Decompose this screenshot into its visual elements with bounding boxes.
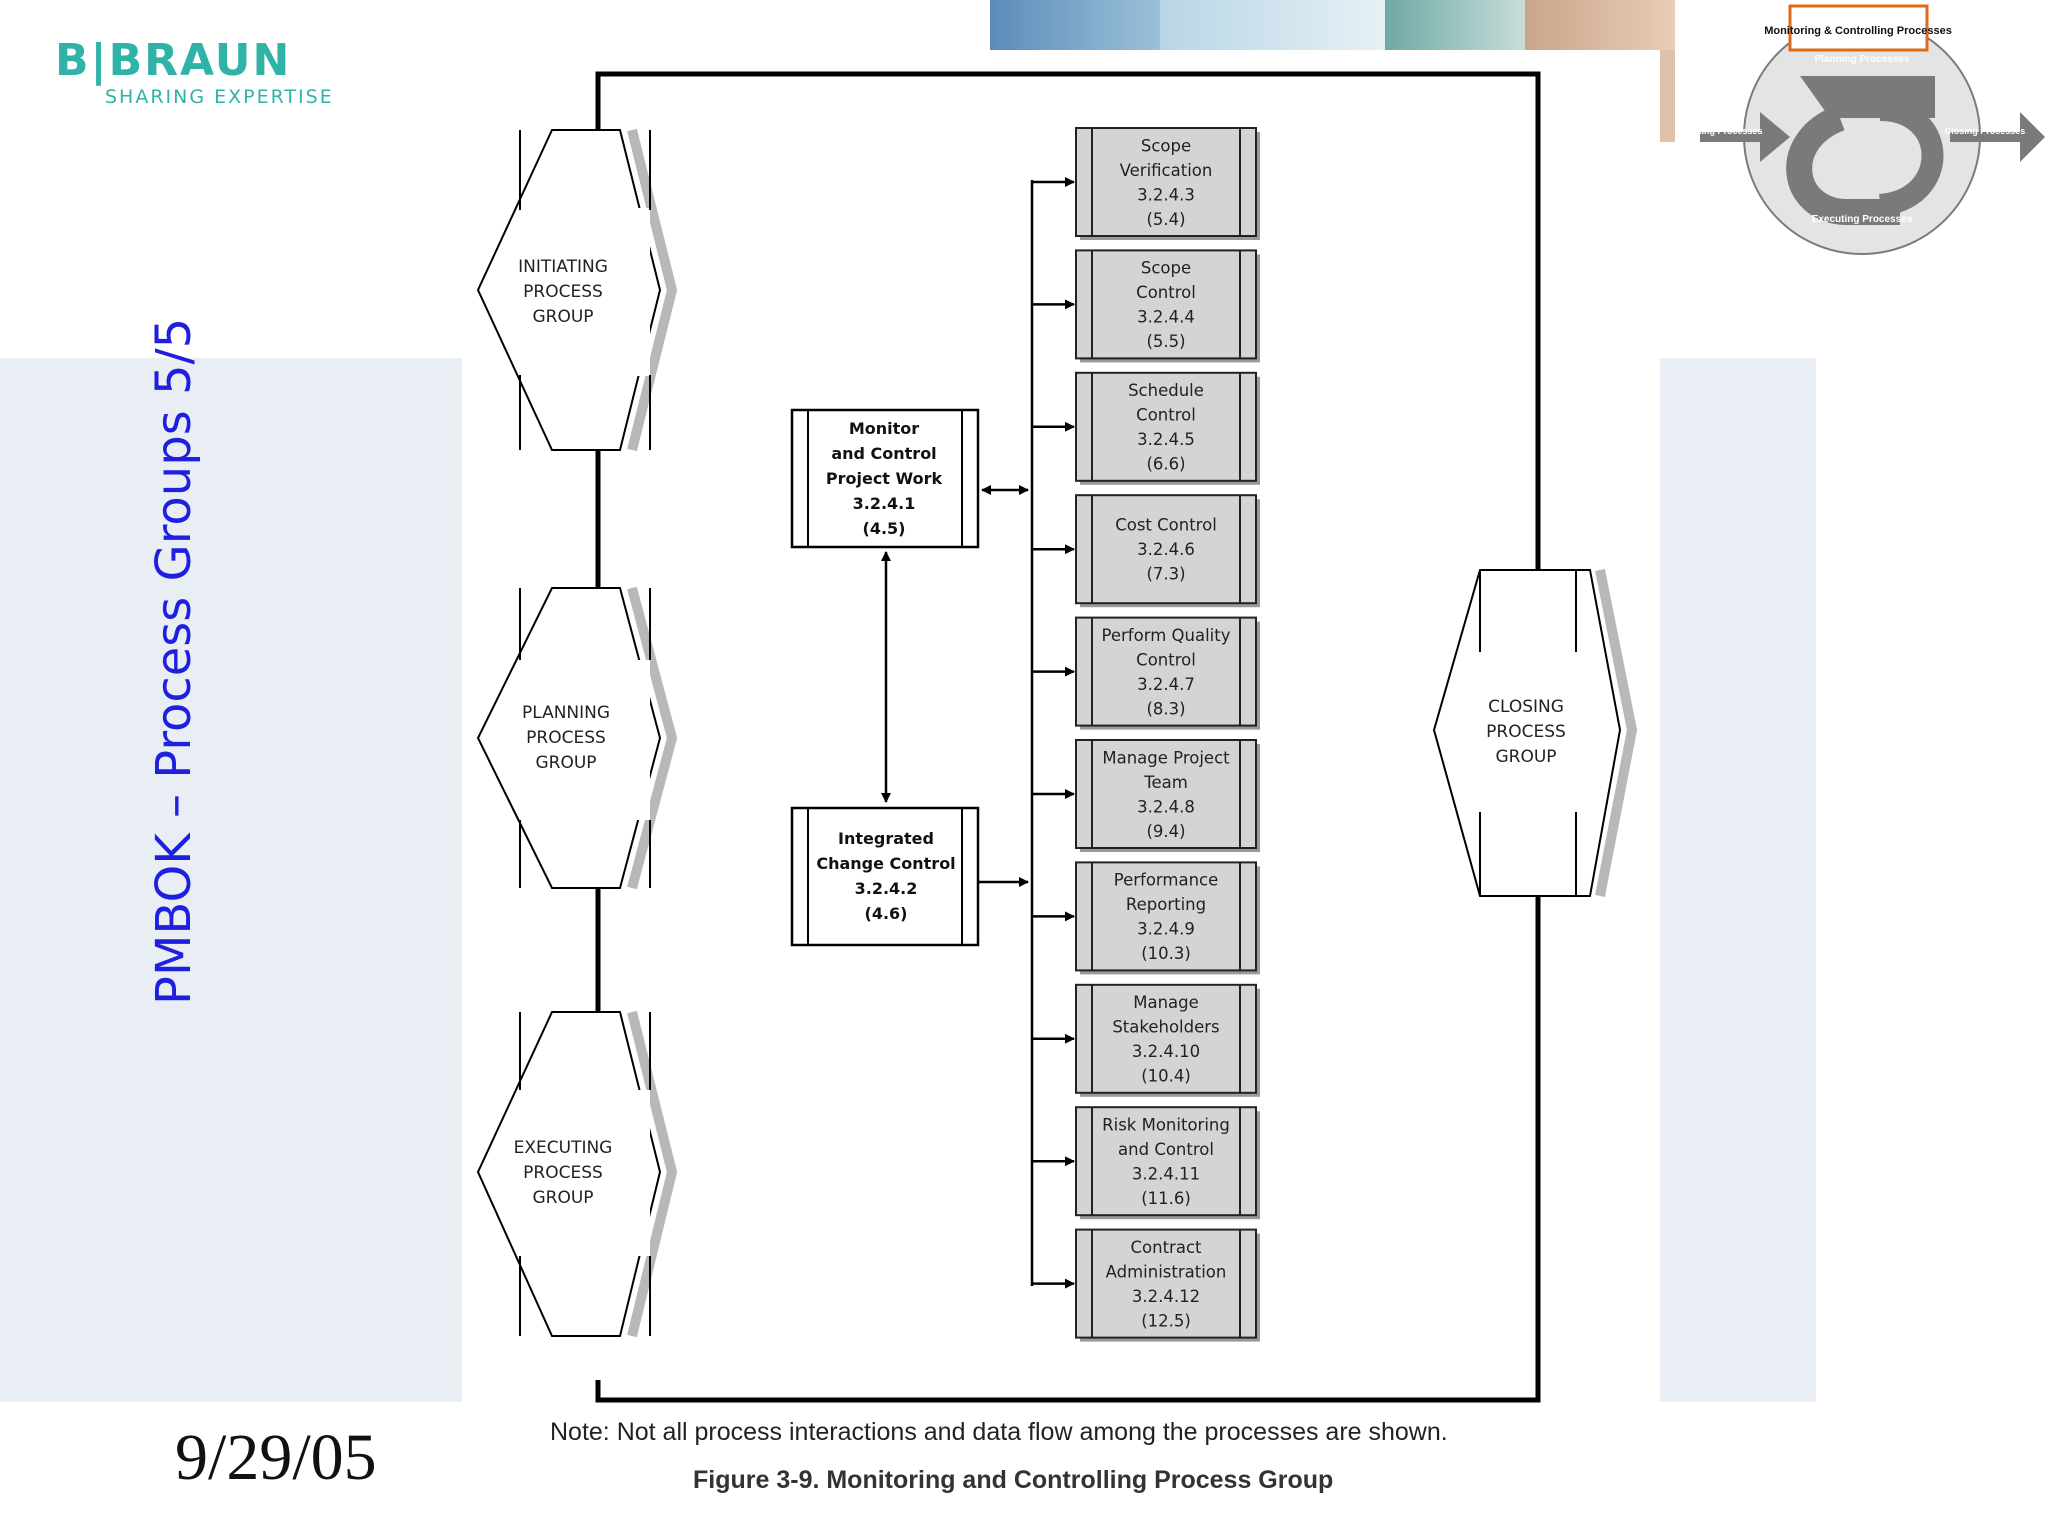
- cycle-closing-label: Closing Processes: [1945, 126, 2026, 136]
- monitoring-highlight: [1788, 4, 1929, 52]
- slide-date: 9/29/05: [175, 1421, 377, 1494]
- right-background-panel: [1660, 358, 1816, 1402]
- header-photo-strip: [1160, 0, 1385, 50]
- figure-caption: Figure 3-9. Monitoring and Controlling P…: [693, 1466, 1333, 1494]
- diagram-frame: [595, 71, 1541, 1403]
- cycle-executing-label: Executing Processes: [1812, 214, 1913, 225]
- header-photo-face: [1660, 50, 1675, 142]
- header-photo-strip: [990, 0, 1160, 50]
- logo-tagline: SHARING EXPERTISE: [105, 86, 334, 108]
- bbraun-logo: B|BRAUN SHARING EXPERTISE: [55, 35, 334, 109]
- diagram-note: Note: Not all process interactions and d…: [550, 1418, 1448, 1446]
- logo-brand-text: B|BRAUN: [55, 35, 292, 86]
- header-photo-strip: [1385, 0, 1525, 50]
- header-photo-face: [1525, 0, 1675, 50]
- cycle-planning-label: Planning Processes: [1814, 54, 1909, 65]
- left-background-panel: [0, 358, 462, 1402]
- process-cycle-icon: Monitoring & Controlling Processes Plann…: [1677, 4, 2045, 255]
- cycle-initiating-label: Initiating Processes: [1677, 126, 1762, 136]
- cycle-monitoring-label: Monitoring & Controlling Processes: [1764, 25, 1952, 37]
